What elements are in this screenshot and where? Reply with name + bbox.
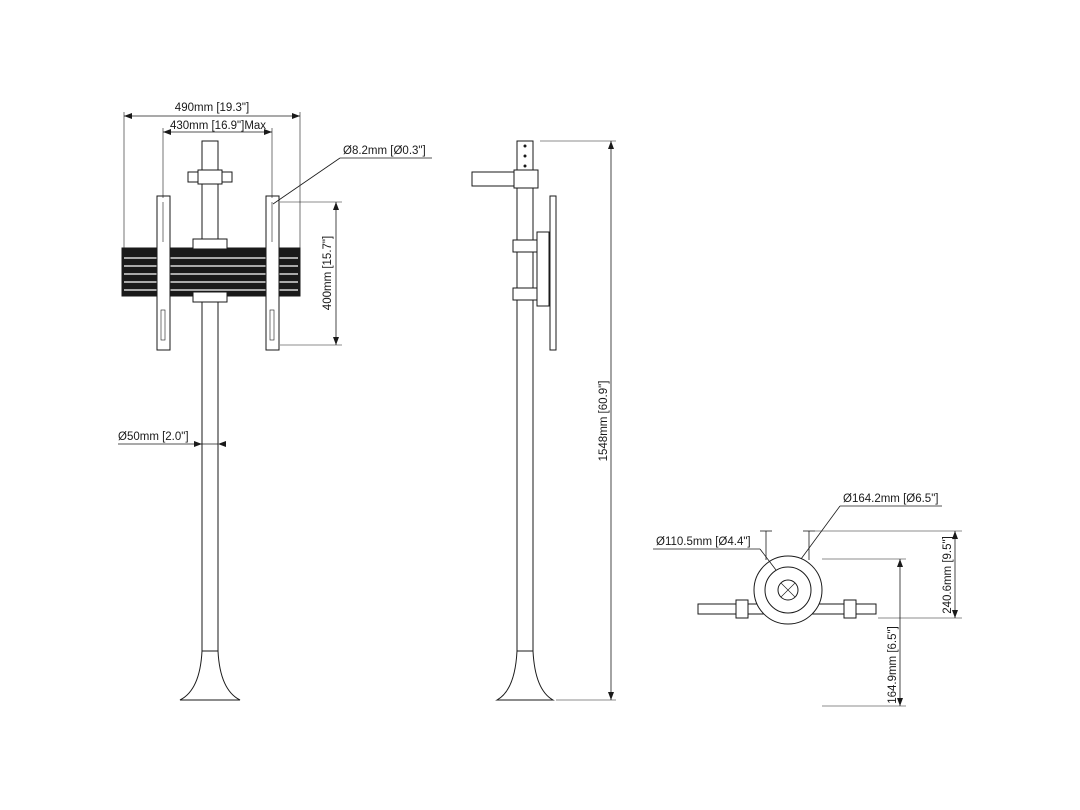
side-top-clamp: [513, 169, 539, 189]
front-top-clamp-body: [197, 169, 223, 185]
front-left-bracket: [156, 195, 171, 351]
side-bracket: [536, 231, 550, 307]
height-dimension: 1548mm [60.9"]: [540, 140, 616, 701]
front-view: [121, 140, 301, 701]
side-lower-clamp: [512, 287, 538, 301]
total-height-label: 1548mm [60.9"]: [598, 381, 610, 462]
pole-diameter-label: Ø50mm [2.0"]: [118, 431, 189, 443]
top-left-clamp: [735, 599, 749, 619]
front-base: [179, 650, 241, 701]
front-pole: [201, 140, 219, 652]
side-base: [495, 650, 555, 701]
vesa-width-label: 430mm [16.9"]Max: [170, 120, 266, 132]
overall-width-label: 490mm [19.3"]: [175, 102, 249, 114]
base-depth-label: 164.9mm [6.5"]: [887, 626, 899, 704]
hole-diameter-label: Ø8.2mm [Ø0.3"]: [343, 145, 426, 157]
top-view: [697, 530, 877, 625]
side-plate: [549, 195, 557, 351]
side-upper-clamp: [512, 239, 538, 253]
front-lower-clamp: [192, 291, 228, 303]
side-pole: [516, 140, 534, 652]
outer-diameter-label: Ø164.2mm [Ø6.5"]: [843, 493, 938, 505]
side-view: [471, 140, 557, 701]
top-right-clamp: [843, 599, 857, 619]
vesa-height-label: 400mm [15.7"]: [322, 236, 334, 310]
front-right-bracket: [265, 195, 280, 351]
inner-diameter-label: Ø110.5mm [Ø4.4"]: [656, 536, 751, 548]
front-upper-clamp: [192, 238, 228, 250]
top-dimensions: Ø164.2mm [Ø6.5"] Ø110.5mm [Ø4.4"] 240.6m…: [653, 493, 962, 707]
depth-label: 240.6mm [9.5"]: [942, 536, 954, 614]
side-top-arm: [471, 171, 515, 187]
front-dimensions: 490mm [19.3"] 430mm [16.9"]Max Ø8.2mm [Ø…: [118, 102, 432, 447]
